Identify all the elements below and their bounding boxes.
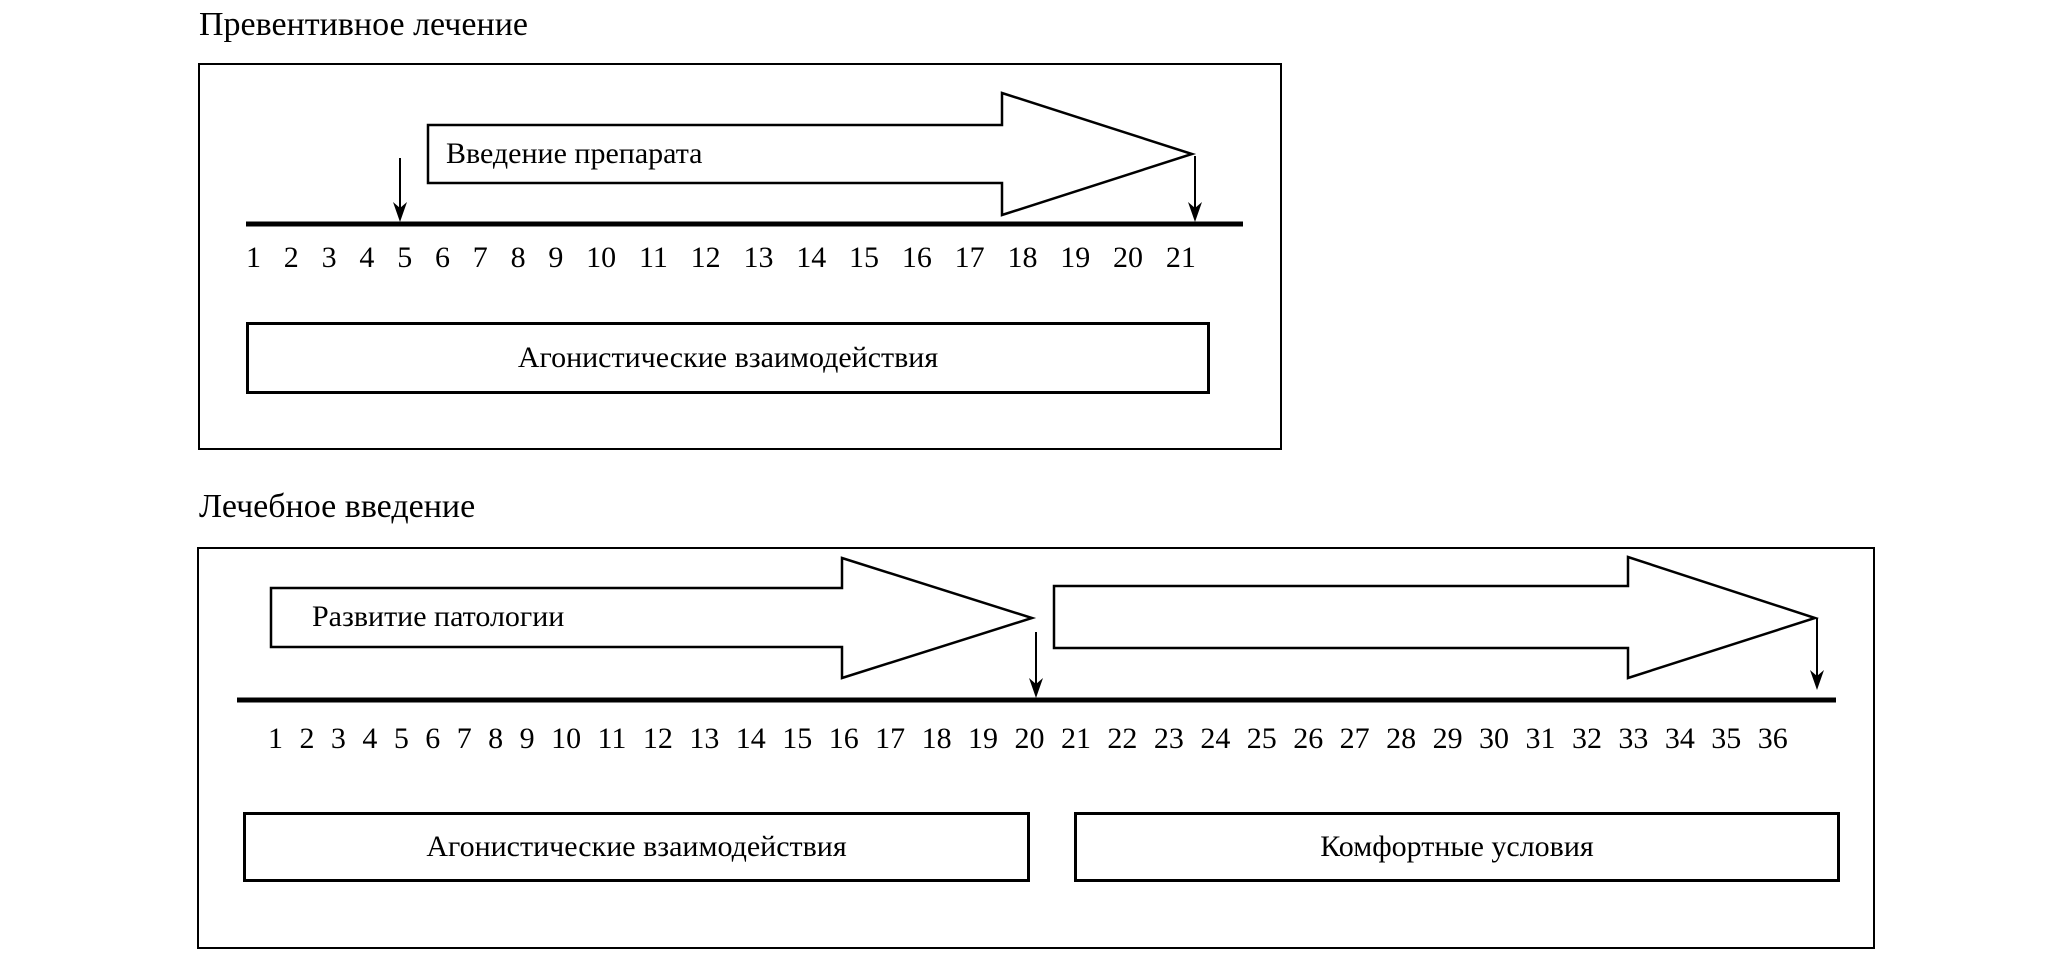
tick-label: 36 xyxy=(1757,722,1788,755)
tick-label: 35 xyxy=(1711,722,1742,755)
tick-label: 17 xyxy=(875,722,906,755)
marker-day5-arrowhead-icon xyxy=(393,202,407,222)
drug-administration-arrow-label: Введение препарата xyxy=(446,137,703,170)
tick-label: 21 xyxy=(1060,722,1091,755)
tick-label: 14 xyxy=(796,241,827,274)
marker-day36-arrowhead-icon xyxy=(1810,670,1824,690)
pathology-development-arrow-label: Развитие патологии xyxy=(312,600,565,633)
tick-label: 20 xyxy=(1014,722,1045,755)
tick-label: 34 xyxy=(1664,722,1695,755)
tick-label: 12 xyxy=(642,722,673,755)
panel2-agonistic-interactions-label: Агонистические взаимодействия xyxy=(426,830,847,863)
marker-day20-arrowhead-icon xyxy=(1029,678,1043,698)
tick-label: 13 xyxy=(689,722,720,755)
tick-label: 31 xyxy=(1525,722,1556,755)
tick-label: 19 xyxy=(1060,241,1091,274)
tick-label: 22 xyxy=(1107,722,1138,755)
tick-label: 9 xyxy=(548,241,564,274)
tick-label: 13 xyxy=(743,241,774,274)
tick-label: 29 xyxy=(1432,722,1463,755)
panel1-title: Превентивное лечение xyxy=(199,6,528,43)
tick-label: 10 xyxy=(551,722,582,755)
tick-label: 28 xyxy=(1386,722,1417,755)
panel2-comfort-conditions-box: Комфортные условия xyxy=(1074,812,1840,882)
tick-label: 17 xyxy=(954,241,985,274)
tick-label: 14 xyxy=(735,722,766,755)
tick-label: 18 xyxy=(921,722,952,755)
tick-label: 15 xyxy=(782,722,813,755)
tick-label: 7 xyxy=(456,722,472,755)
tick-label: 3 xyxy=(321,241,337,274)
tick-label: 4 xyxy=(362,722,378,755)
panel1-agonistic-interactions-label: Агонистические взаимодействия xyxy=(517,341,939,374)
tick-label: 3 xyxy=(330,722,346,755)
panel2-border xyxy=(197,547,1875,949)
tick-label: 23 xyxy=(1153,722,1184,755)
tick-label: 24 xyxy=(1200,722,1231,755)
comfort-period-block-arrow xyxy=(1052,555,1820,680)
tick-label: 1 xyxy=(246,241,261,274)
tick-label: 21 xyxy=(1165,241,1196,274)
panel1-agonistic-interactions-box: Агонистические взаимодействия xyxy=(246,322,1210,394)
tick-label: 8 xyxy=(510,241,526,274)
tick-label: 32 xyxy=(1571,722,1602,755)
tick-label: 9 xyxy=(519,722,535,755)
tick-label: 10 xyxy=(586,241,617,274)
tick-label: 6 xyxy=(434,241,450,274)
tick-label: 5 xyxy=(393,722,409,755)
tick-label: 11 xyxy=(597,722,627,755)
tick-label: 5 xyxy=(397,241,413,274)
panel2-agonistic-interactions-box: Агонистические взаимодействия xyxy=(243,812,1030,882)
tick-label: 16 xyxy=(828,722,859,755)
tick-label: 18 xyxy=(1007,241,1038,274)
panel2-title: Лечебное введение xyxy=(199,488,476,525)
tick-label: 26 xyxy=(1293,722,1324,755)
tick-label: 11 xyxy=(638,241,668,274)
tick-label: 20 xyxy=(1113,241,1144,274)
drug-administration-block-arrow xyxy=(426,91,1197,217)
tick-label: 1 xyxy=(268,722,283,755)
panel2-comfort-conditions-label: Комфортные условия xyxy=(1320,830,1594,863)
panel1-border xyxy=(198,63,1282,450)
marker-day21-arrowhead-icon xyxy=(1188,202,1202,222)
tick-label: 30 xyxy=(1479,722,1510,755)
tick-label: 16 xyxy=(901,241,932,274)
tick-label: 4 xyxy=(359,241,375,274)
tick-label: 27 xyxy=(1339,722,1370,755)
tick-label: 12 xyxy=(690,241,721,274)
tick-label: 6 xyxy=(425,722,441,755)
tick-label: 8 xyxy=(488,722,504,755)
tick-label: 25 xyxy=(1246,722,1277,755)
tick-label: 33 xyxy=(1618,722,1649,755)
tick-label: 2 xyxy=(283,241,299,274)
tick-label: 7 xyxy=(472,241,488,274)
pathology-development-block-arrow xyxy=(269,556,1037,680)
tick-label: 2 xyxy=(299,722,315,755)
tick-label: 15 xyxy=(849,241,880,274)
tick-label: 19 xyxy=(968,722,999,755)
